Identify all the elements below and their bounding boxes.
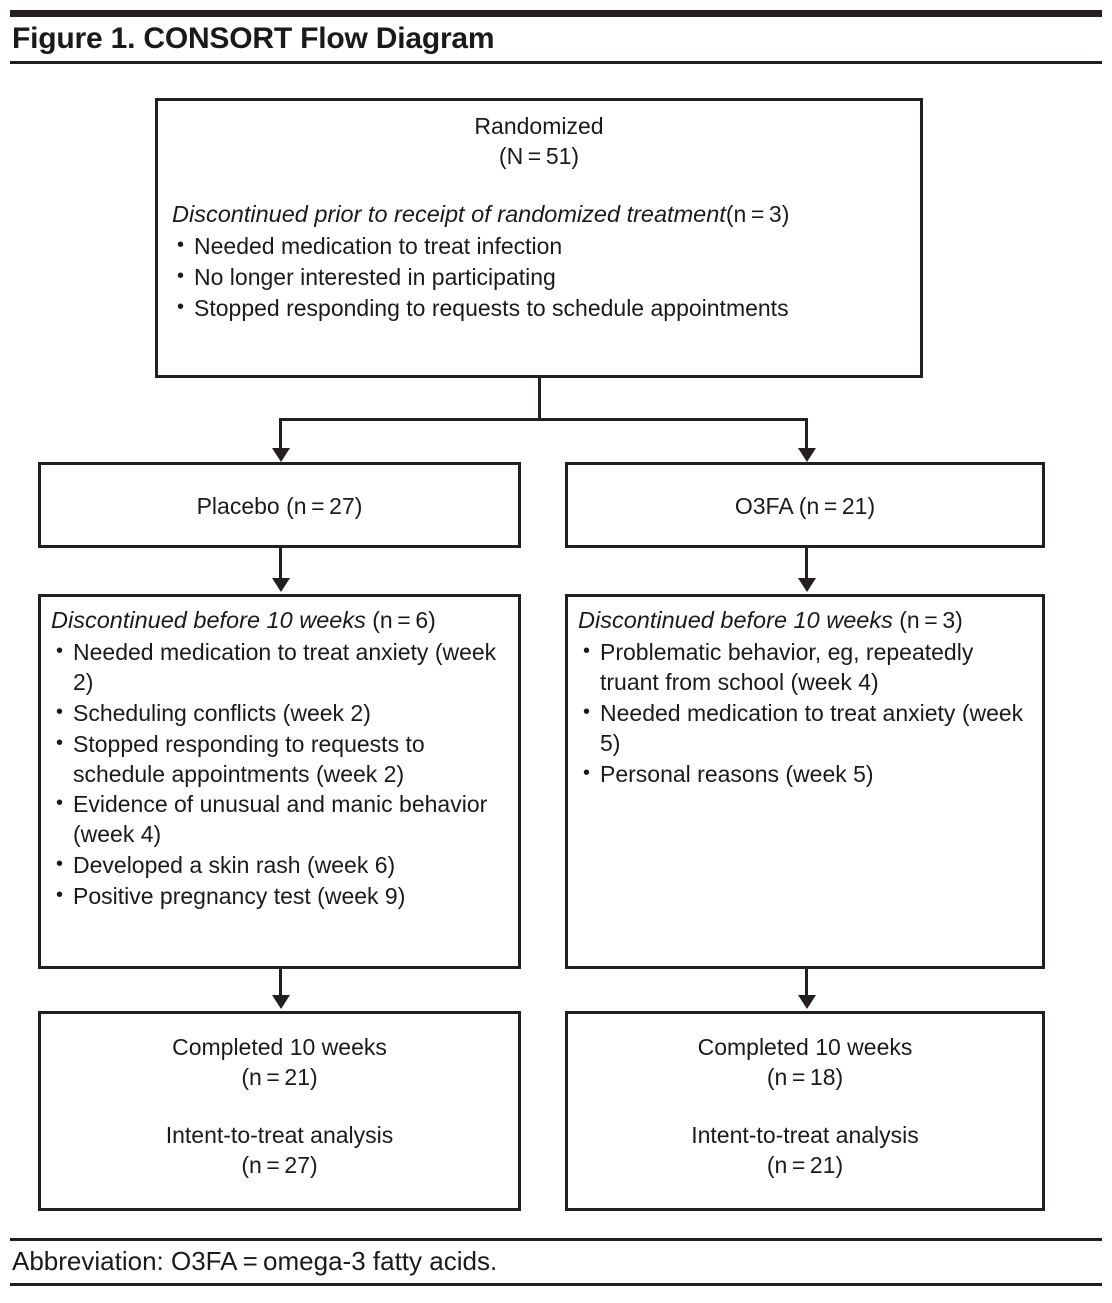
bullet-icon: •: [56, 792, 64, 815]
bullet-icon: •: [583, 700, 591, 723]
figure-header: Figure 1. CONSORT Flow Diagram: [10, 10, 1102, 64]
bullet-icon: •: [56, 700, 64, 723]
footer-bottom-rule: [10, 1282, 1102, 1286]
node-placebo-completed: Completed 10 weeks (n = 21) Intent-to-tr…: [38, 1011, 521, 1211]
list-item-label: Stopped responding to requests to schedu…: [73, 730, 425, 787]
bullet-icon: •: [177, 233, 185, 256]
o3fa-completed-content: Completed 10 weeks (n = 18) Intent-to-tr…: [568, 1014, 1042, 1190]
list-item: • Positive pregnancy test (week 9): [51, 882, 508, 912]
list-item-label: Positive pregnancy test (week 9): [73, 883, 406, 910]
page-title: Figure 1. CONSORT Flow Diagram: [12, 22, 495, 55]
list-item-label: No longer interested in participating: [194, 263, 556, 290]
figure-footer: Abbreviation: O3FA = omega-3 fatty acids…: [10, 1238, 1102, 1286]
arrowhead-placebo-discontinued: [272, 578, 290, 592]
node-placebo-arm: Placebo (n = 27): [38, 462, 521, 548]
list-item: • Stopped responding to requests to sched…: [51, 730, 508, 790]
placebo-discontinued-heading-text: Discontinued before 10 weeks: [51, 607, 366, 633]
list-item: • Personal reasons (week 5): [578, 760, 1032, 790]
node-o3fa-discontinued: Discontinued before 10 weeks (n = 3) • Pr…: [565, 594, 1045, 969]
o3fa-arm-label: O3FA (n = 21): [734, 493, 876, 519]
bullet-icon: •: [583, 761, 591, 784]
o3fa-discontinued-heading: Discontinued before 10 weeks (n = 3): [578, 605, 1032, 636]
abbreviation-note: Abbreviation: O3FA = omega-3 fatty acids…: [12, 1246, 498, 1276]
bullet-icon: •: [56, 640, 64, 663]
placebo-analysis-n: (n = 27): [241, 1152, 318, 1179]
o3fa-analysis-label: Intent-to-treat analysis: [691, 1121, 919, 1148]
o3fa-completed-n: (n = 18): [766, 1064, 844, 1091]
placebo-completed-content: Completed 10 weeks (n = 21) Intent-to-tr…: [41, 1014, 518, 1190]
list-item-label: Needed medication to treat anxiety (week…: [600, 699, 1024, 756]
list-item: • Evidence of unusual and manic behavior …: [51, 790, 508, 850]
bullet-icon: •: [56, 853, 64, 876]
randomized-reason-list: • Needed medication to treat infection • N…: [172, 232, 906, 324]
placebo-arm-label: Placebo (n = 27): [196, 493, 363, 519]
connector-split-right-drop: [805, 418, 808, 450]
list-item: • Needed medication to treat infection: [172, 232, 906, 262]
o3fa-completed-label: Completed 10 weeks: [697, 1034, 913, 1060]
connector-o3fa-to-completed: [805, 969, 808, 997]
connector-placebo-to-completed: [279, 969, 282, 997]
o3fa-completed-spacer: [582, 1093, 1028, 1120]
bullet-icon: •: [177, 264, 185, 287]
connector-split-bar: [279, 418, 808, 421]
placebo-completed-spacer: [55, 1093, 504, 1120]
bullet-icon: •: [177, 295, 185, 318]
node-o3fa-completed: Completed 10 weeks (n = 18) Intent-to-tr…: [565, 1011, 1045, 1211]
list-item-label: Problematic behavior, eg, repeatedly tru…: [600, 639, 974, 695]
list-item-label: Developed a skin rash (week 6): [73, 852, 396, 879]
list-item-label: Needed medication to treat infection: [194, 232, 563, 259]
arrowhead-to-o3fa: [798, 448, 816, 462]
node-randomized: Randomized (N = 51) Discontinued prior t…: [155, 98, 923, 378]
randomized-title: Randomized: [474, 113, 604, 139]
node-placebo-discontinued: Discontinued before 10 weeks (n = 6) • Ne…: [38, 594, 521, 969]
connector-randomized-stem: [538, 378, 541, 420]
header-top-rule: [10, 10, 1102, 17]
connector-o3fa-to-discontinued: [805, 548, 808, 580]
bullet-icon: •: [56, 884, 64, 907]
arrowhead-placebo-completed: [272, 995, 290, 1009]
list-item-label: Evidence of unusual and manic behavior (…: [73, 791, 488, 848]
list-item: • No longer interested in participating: [172, 263, 906, 293]
list-item: • Stopped responding to requests to sched…: [172, 294, 906, 324]
o3fa-discontinued-content: Discontinued before 10 weeks (n = 3) • Pr…: [568, 597, 1042, 798]
list-item: • Developed a skin rash (week 6): [51, 851, 508, 881]
o3fa-discontinued-heading-text: Discontinued before 10 weeks: [578, 607, 893, 633]
arrowhead-o3fa-completed: [798, 995, 816, 1009]
arrowhead-o3fa-discontinued: [798, 578, 816, 592]
placebo-discontinued-content: Discontinued before 10 weeks (n = 6) • Ne…: [41, 597, 518, 921]
randomized-discontinued-heading-text: Discontinued prior to receipt of randomi…: [172, 200, 726, 227]
list-item: • Needed medication to treat anxiety (wee…: [51, 638, 508, 698]
footer-top-rule: [10, 1238, 1102, 1241]
placebo-analysis-label: Intent-to-treat analysis: [165, 1121, 394, 1148]
o3fa-reason-list: • Problematic behavior, eg, repeatedly tr…: [578, 638, 1032, 789]
list-item-label: Personal reasons (week 5): [600, 760, 874, 787]
arrowhead-to-placebo: [272, 448, 290, 462]
randomized-discontinued-n: (n = 3): [725, 200, 790, 227]
list-item: • Problematic behavior, eg, repeatedly tr…: [578, 638, 1032, 698]
list-item: • Scheduling conflicts (week 2): [51, 699, 508, 729]
node-randomized-content: Randomized (N = 51) Discontinued prior t…: [158, 101, 920, 334]
placebo-completed-label: Completed 10 weeks: [172, 1034, 387, 1060]
randomized-count: (N = 51): [498, 143, 580, 170]
list-item-label: Scheduling conflicts (week 2): [73, 699, 371, 726]
list-item: • Needed medication to treat anxiety (wee…: [578, 699, 1032, 759]
list-item-label: Stopped responding to requests to schedu…: [194, 294, 789, 321]
randomized-discontinued-heading: Discontinued prior to receipt of randomi…: [172, 199, 906, 230]
placebo-reason-list: • Needed medication to treat anxiety (wee…: [51, 638, 508, 912]
bullet-icon: •: [56, 731, 64, 754]
connector-placebo-to-discontinued: [279, 548, 282, 580]
node-o3fa-arm: O3FA (n = 21): [565, 462, 1045, 548]
bullet-icon: •: [583, 640, 591, 663]
placebo-completed-n: (n = 21): [241, 1064, 318, 1091]
randomized-spacer: [172, 172, 906, 199]
list-item-label: Needed medication to treat anxiety (week…: [73, 639, 497, 695]
header-bottom-rule: [10, 61, 1102, 64]
o3fa-analysis-n: (n = 21): [766, 1152, 844, 1179]
placebo-discontinued-heading: Discontinued before 10 weeks (n = 6): [51, 605, 508, 636]
placebo-discontinued-n: (n = 6): [372, 607, 436, 633]
o3fa-discontinued-n: (n = 3): [899, 607, 963, 633]
connector-split-left-drop: [279, 418, 282, 450]
